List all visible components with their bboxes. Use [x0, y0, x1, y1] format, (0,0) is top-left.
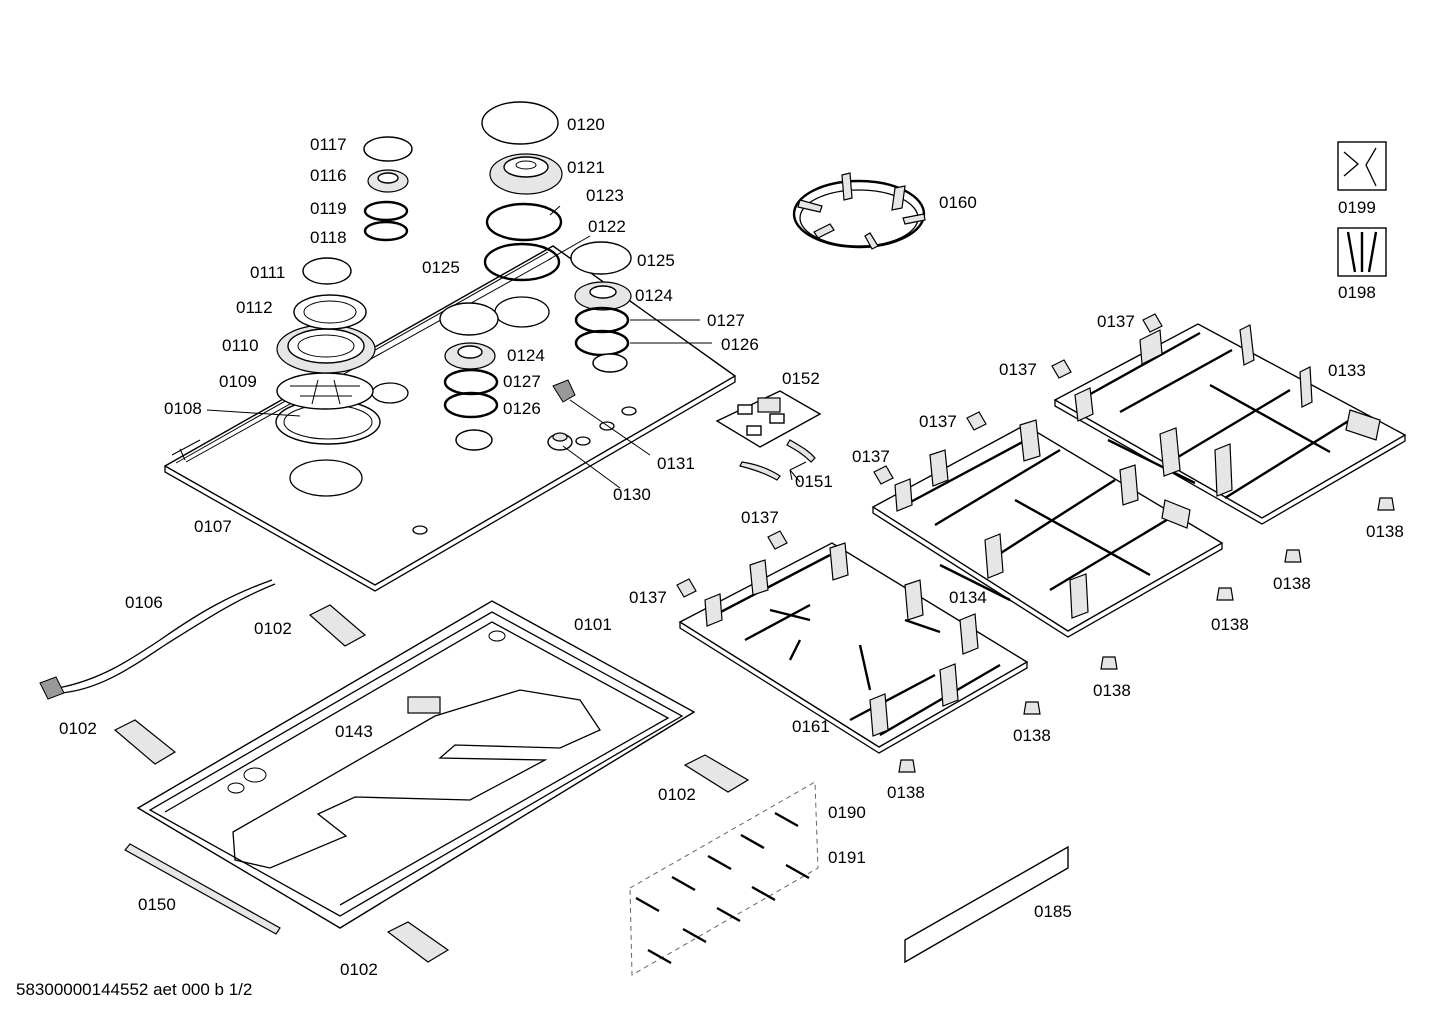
label-0121: 0121 [567, 158, 605, 177]
label-0122: 0122 [588, 217, 626, 236]
label-0133: 0133 [1328, 361, 1366, 380]
label-0116: 0116 [310, 166, 347, 185]
label-0111: 0111 [250, 263, 285, 282]
label-0102-a: 0102 [254, 619, 292, 638]
label-0130: 0130 [613, 485, 651, 504]
ignition-parts [547, 379, 576, 451]
label-0150: 0150 [138, 895, 176, 914]
label-0191: 0191 [828, 848, 866, 867]
label-0124-mid: 0124 [507, 346, 545, 365]
label-0137-e: 0137 [741, 508, 779, 527]
leader-lines [206, 205, 793, 489]
label-0138-c: 0138 [1211, 615, 1249, 634]
burner-mid-right [570, 241, 632, 373]
label-0160: 0160 [939, 193, 977, 212]
label-0137-c: 0137 [919, 412, 957, 431]
label-0118: 0118 [310, 228, 347, 247]
label-0123: 0123 [586, 186, 624, 205]
label-0134: 0134 [949, 588, 987, 607]
wok-ring [792, 172, 926, 250]
label-0137-f: 0137 [629, 588, 667, 607]
label-0138-b: 0138 [1273, 574, 1311, 593]
label-0190: 0190 [828, 803, 866, 822]
label-0109: 0109 [219, 372, 257, 391]
label-0102-b: 0102 [59, 719, 97, 738]
cable-set [739, 439, 816, 483]
label-0101: 0101 [574, 615, 612, 634]
pan-support-0161 [678, 542, 1029, 754]
label-0120: 0120 [567, 115, 605, 134]
document-code: 58300000144552 aet 000 b 1/2 [16, 980, 253, 999]
label-0107: 0107 [194, 517, 232, 536]
label-0125-right: 0125 [637, 251, 675, 270]
label-0126-mid: 0126 [503, 399, 541, 418]
label-0161: 0161 [792, 717, 830, 736]
label-0126-right: 0126 [721, 335, 759, 354]
label-0198: 0198 [1338, 283, 1376, 302]
label-sheet [904, 845, 1069, 964]
label-0124-right: 0124 [635, 286, 673, 305]
pan-support-0133 [1053, 323, 1407, 525]
wrench-tool-icon [1337, 141, 1387, 191]
label-0151: 0151 [795, 472, 833, 491]
label-0112: 0112 [236, 298, 273, 317]
base-tray [136, 600, 696, 929]
label-0138-e: 0138 [1013, 726, 1051, 745]
label-0110: 0110 [222, 336, 259, 355]
label-0137-d: 0137 [852, 447, 890, 466]
label-0138-a: 0138 [1366, 522, 1404, 541]
label-0137-a: 0137 [1097, 312, 1135, 331]
part-labels: 0117 0116 0119 0118 0111 0112 0110 0109 … [59, 115, 1404, 979]
label-0125-left: 0125 [422, 258, 460, 277]
control-board [715, 390, 822, 448]
label-0185: 0185 [1034, 902, 1072, 921]
label-0102-c: 0102 [658, 785, 696, 804]
power-cable [39, 579, 276, 700]
label-0143: 0143 [335, 722, 373, 741]
screws-icon [1337, 227, 1387, 277]
label-0131: 0131 [657, 454, 695, 473]
foot-set-0138 [898, 497, 1395, 773]
label-0199: 0199 [1338, 198, 1376, 217]
clip-set-0137 [676, 313, 1163, 598]
label-0127-right: 0127 [707, 311, 745, 330]
label-0137-b: 0137 [999, 360, 1037, 379]
label-0127-mid: 0127 [503, 372, 541, 391]
burner-mid-center [443, 342, 499, 451]
label-0138-f: 0138 [887, 783, 925, 802]
bracket-set-0102 [113, 604, 750, 963]
burner-large-left [275, 257, 381, 445]
label-0117: 0117 [310, 135, 347, 154]
label-0102-d: 0102 [340, 960, 378, 979]
burner-small-top [363, 136, 413, 242]
label-0108: 0108 [164, 399, 202, 418]
label-0152: 0152 [782, 369, 820, 388]
screw-set [629, 781, 819, 976]
pan-support-0134 [871, 419, 1224, 638]
label-0106: 0106 [125, 593, 163, 612]
label-0138-d: 0138 [1093, 681, 1131, 700]
label-0119: 0119 [310, 199, 347, 218]
burner-wok [439, 101, 563, 336]
seal-strip [124, 843, 281, 935]
